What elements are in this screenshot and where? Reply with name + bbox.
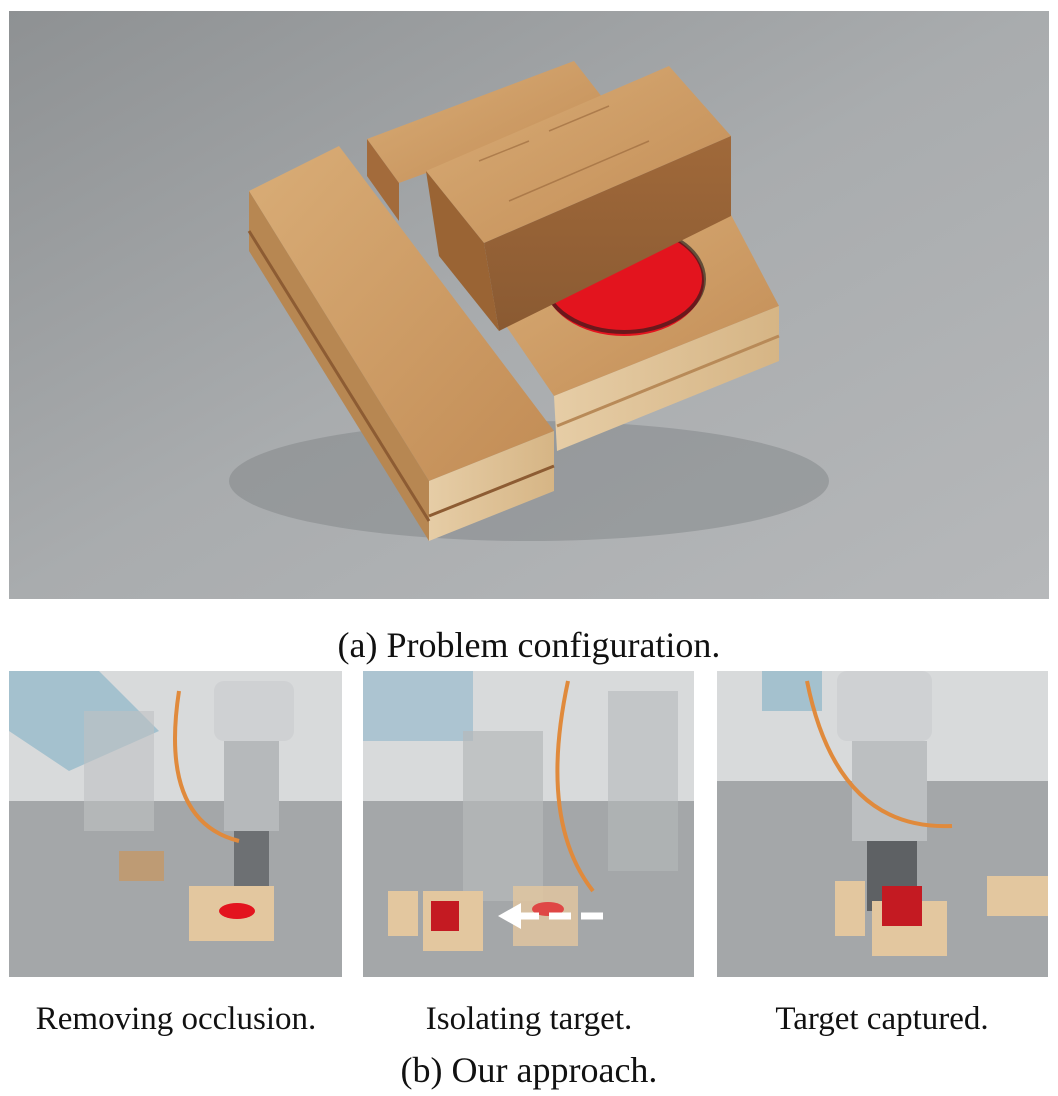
motion-arrow-icon — [498, 903, 603, 929]
panel-caption-target-captured: Target captured. — [775, 1001, 989, 1037]
caption-a: (a) Problem configuration. — [337, 625, 721, 665]
panel-target-captured-photo — [717, 671, 1048, 977]
panel-caption-removing-occlusion: Removing occlusion. — [35, 1001, 317, 1037]
panel-removing-occlusion-photo — [9, 671, 342, 977]
robot-removing-occlusion-image — [9, 671, 342, 977]
panel-caption-isolating-target: Isolating target. — [425, 1001, 633, 1037]
panel-isolating-target-photo — [363, 671, 694, 977]
robot-target-captured-image — [717, 671, 1048, 977]
problem-configuration-photo — [9, 11, 1049, 599]
caption-b: (b) Our approach. — [400, 1050, 658, 1090]
robot-isolating-target-image — [363, 671, 694, 977]
wooden-blocks-image — [9, 11, 1049, 599]
